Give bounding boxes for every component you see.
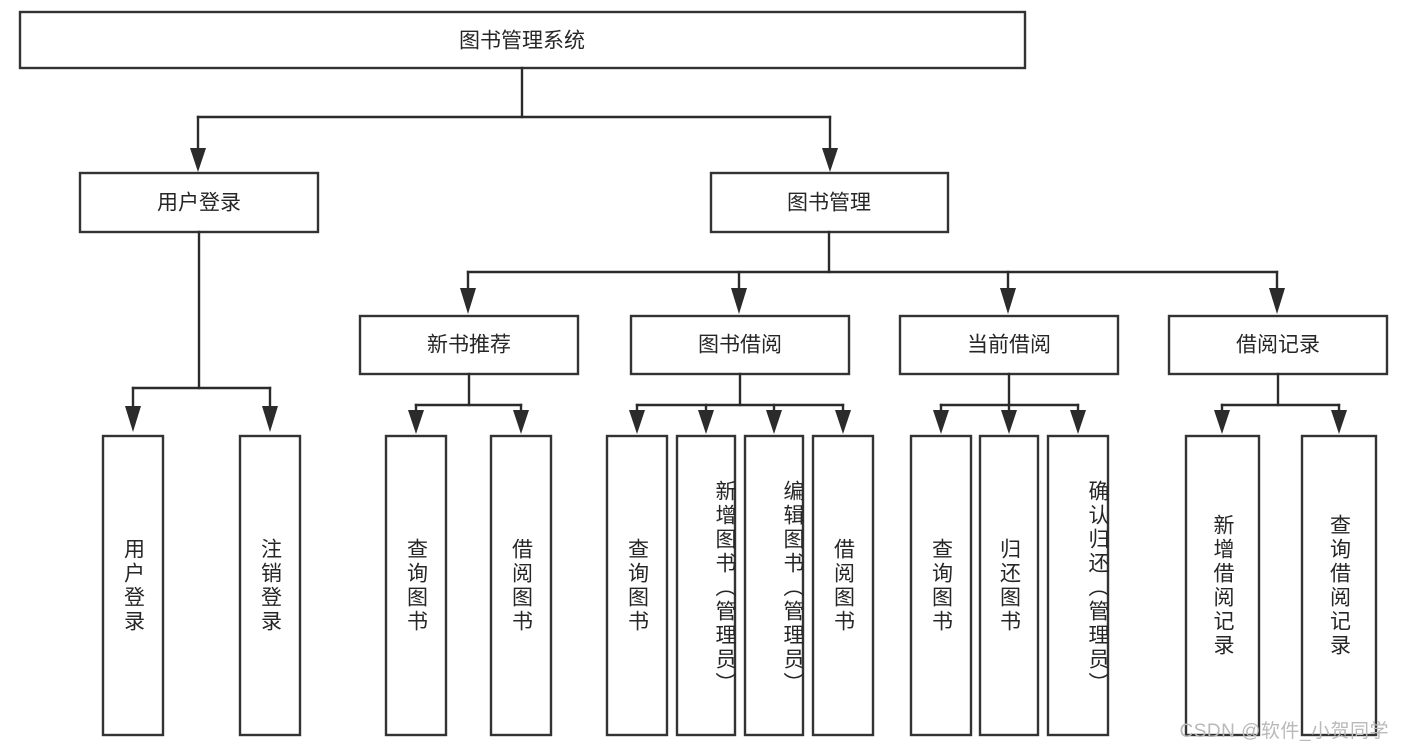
arrow-head-icon [125, 406, 141, 432]
arrow-head-icon [835, 410, 851, 434]
node-root-box[interactable] [18, 10, 1027, 70]
node-user-login-label: 用户登录 [157, 192, 241, 215]
node-book-borrow-box[interactable] [629, 314, 851, 376]
node-leaf-borrow-book-1-box[interactable] [489, 434, 553, 737]
arrow-head-icon [1070, 410, 1086, 434]
arrow-head-icon [933, 410, 949, 434]
arrow-head-icon [408, 410, 424, 434]
node-leaf-user-logout-box[interactable] [238, 434, 302, 737]
arrow-head-icon [1214, 410, 1230, 434]
node-current-borrow-label: 当前借阅 [967, 334, 1051, 357]
arrow-head-icon [766, 410, 782, 434]
arrow-head-icon [731, 288, 747, 314]
arrow-head-icon [1001, 410, 1017, 434]
arrow-head-icon [262, 406, 278, 432]
node-leaf-query-book-1-box[interactable] [384, 434, 448, 737]
node-book-borrow-label: 图书借阅 [698, 334, 782, 357]
node-leaf-return-book-box[interactable] [978, 434, 1040, 737]
arrow-head-icon [1269, 288, 1285, 314]
node-leaf-edit-book-box[interactable] [743, 434, 805, 737]
arrow-head-icon [460, 288, 476, 314]
node-leaf-user-login-box[interactable] [101, 434, 165, 737]
arrow-head-icon [1000, 288, 1016, 314]
node-leaf-query-record-box[interactable] [1300, 434, 1378, 737]
node-borrow-record-box[interactable] [1167, 314, 1389, 376]
node-leaf-query-book-3-box[interactable] [909, 434, 973, 737]
arrow-head-icon [698, 410, 714, 434]
node-book-manage-label: 图书管理 [787, 192, 871, 215]
node-current-borrow-box[interactable] [898, 314, 1120, 376]
node-leaf-add-record-box[interactable] [1184, 434, 1261, 737]
arrow-head-icon [1331, 410, 1347, 434]
node-root-label: 图书管理系统 [459, 30, 585, 53]
arrow-head-icon [822, 148, 838, 172]
node-borrow-record-label: 借阅记录 [1236, 334, 1320, 357]
node-new-book-recommend-label: 新书推荐 [427, 334, 511, 357]
node-leaf-add-book-box[interactable] [675, 434, 737, 737]
arrow-head-icon [513, 410, 529, 434]
node-leaf-borrow-book-2-box[interactable] [811, 434, 875, 737]
arrow-head-icon [190, 148, 206, 172]
node-new-book-recommend-box[interactable] [358, 314, 580, 376]
node-leaf-query-book-2-box[interactable] [605, 434, 669, 737]
arrow-head-icon [629, 410, 645, 434]
node-book-manage-box[interactable] [709, 171, 950, 234]
node-leaf-confirm-return-box[interactable] [1046, 434, 1110, 737]
